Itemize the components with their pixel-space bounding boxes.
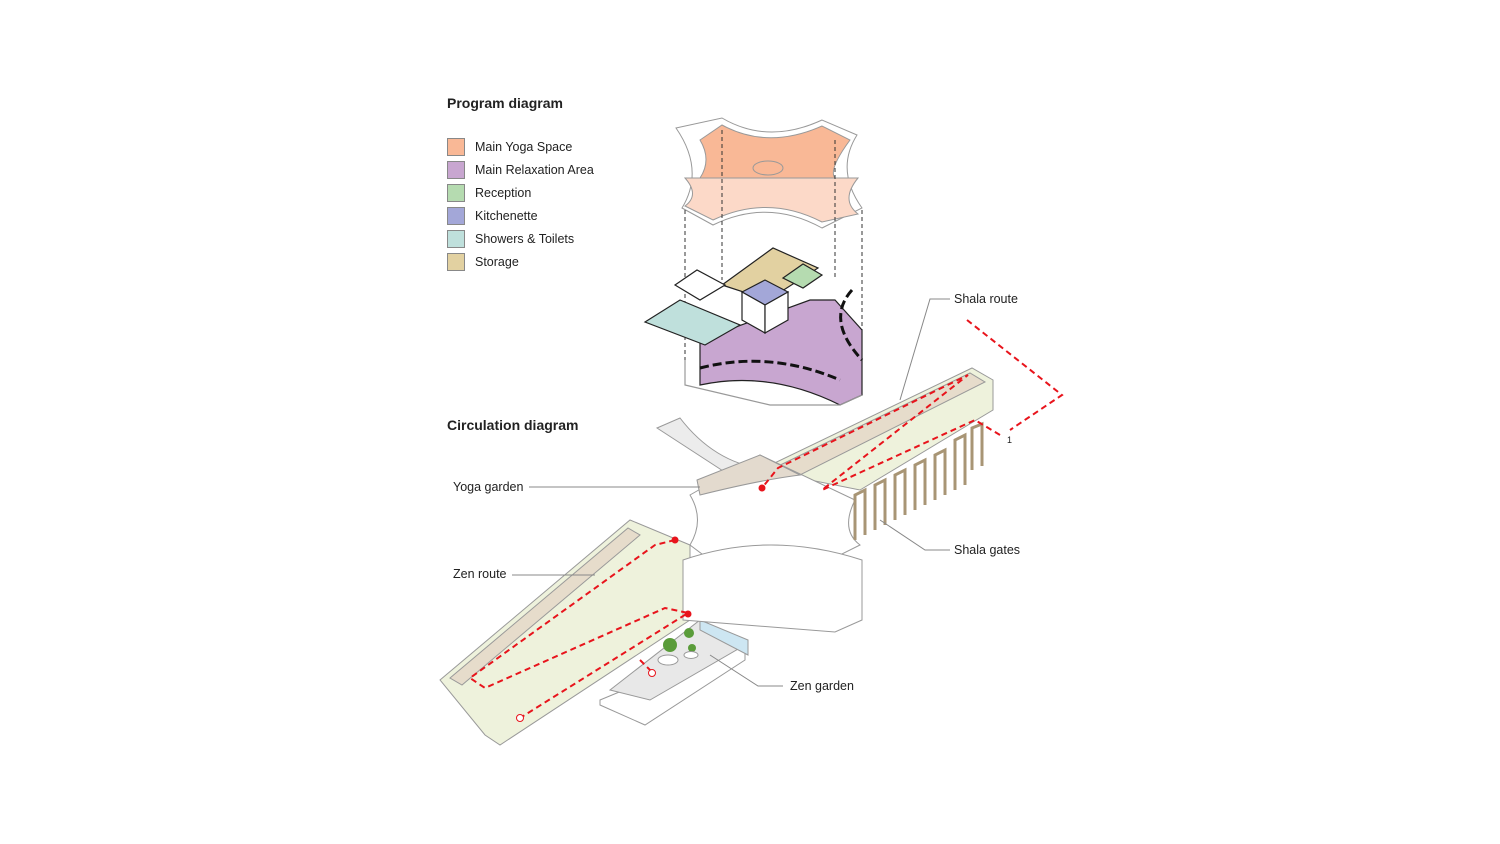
leader-lines: [512, 298, 950, 687]
zen-route-path: [468, 539, 691, 719]
label-zen-garden: Zen garden: [790, 679, 854, 693]
legend-label: Showers & Toilets: [475, 231, 575, 246]
label-zen-route: Zen route: [453, 567, 507, 581]
legend-swatch: [447, 160, 465, 179]
legend-swatch: [447, 206, 465, 225]
legend-swatch: [447, 252, 465, 271]
floor-plan: [643, 247, 864, 406]
legend-label: Storage: [475, 254, 519, 269]
shala-route-arm: [758, 367, 994, 491]
legend-swatch: [447, 229, 465, 248]
zen-route-arm: [439, 519, 749, 746]
legend-item-yoga: Main Yoga Space: [447, 135, 594, 158]
yoga-space-plate: [675, 117, 863, 229]
legend-item-showers: Showers & Toilets: [447, 227, 594, 250]
program-diagram-title: Program diagram: [447, 95, 563, 111]
program-legend: Main Yoga Space Main Relaxation Area Rec…: [447, 135, 594, 273]
route-nodes: [516, 484, 766, 722]
label-yoga-garden: Yoga garden: [453, 480, 524, 494]
legend-item-storage: Storage: [447, 250, 594, 273]
legend-label: Reception: [475, 185, 532, 200]
legend-item-relaxation: Main Relaxation Area: [447, 158, 594, 181]
legend-swatch: [447, 183, 465, 202]
shala-route-path: [966, 319, 1064, 431]
label-shala-gates: Shala gates: [954, 543, 1021, 557]
zen-garden-trees: [657, 628, 699, 666]
projection-lines: [684, 130, 863, 360]
label-shala-route: Shala route: [954, 292, 1018, 306]
circulation-diagram-title: Circulation diagram: [447, 417, 579, 433]
legend-item-reception: Reception: [447, 181, 594, 204]
legend-label: Kitchenette: [475, 208, 538, 223]
central-building: [655, 417, 863, 633]
legend-swatch: [447, 137, 465, 156]
legend-label: Main Yoga Space: [475, 139, 573, 154]
legend-item-kitchenette: Kitchenette: [447, 204, 594, 227]
legend-label: Main Relaxation Area: [475, 162, 594, 177]
entry-marker: 1: [1007, 435, 1013, 445]
shala-gates: [853, 421, 984, 540]
